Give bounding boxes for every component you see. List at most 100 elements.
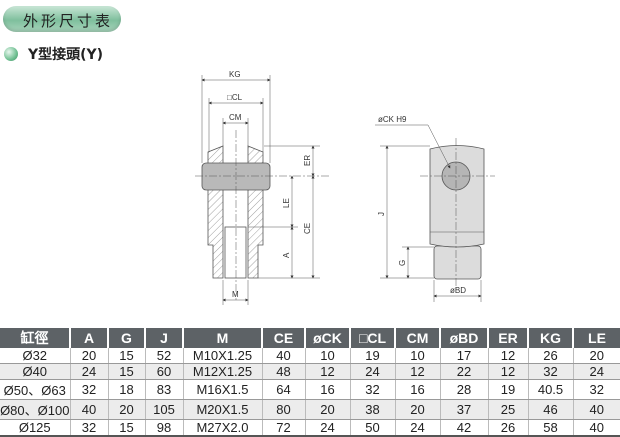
table-cell: 12 xyxy=(488,363,529,380)
table-cell: 19 xyxy=(488,379,529,400)
table-cell: 50 xyxy=(350,419,396,437)
column-header: CM xyxy=(395,328,441,348)
product-title: Y型接頭(Y) xyxy=(28,47,104,63)
table-cell: 22 xyxy=(440,363,489,380)
column-header: ER xyxy=(488,328,529,348)
table-cell: Ø125 xyxy=(0,419,71,437)
table-cell: Ø50、Ø63 xyxy=(0,379,71,400)
table-cell: 32 xyxy=(70,379,109,400)
table-cell: M27X2.0 xyxy=(183,419,263,437)
label-er: ER xyxy=(303,155,312,166)
section-title: 外形尺寸表 xyxy=(23,12,114,30)
table-cell: 10 xyxy=(305,348,351,364)
table-cell: 10 xyxy=(395,348,441,364)
table-cell: M12X1.25 xyxy=(183,363,263,380)
table-cell: Ø40 xyxy=(0,363,71,380)
table-cell: 15 xyxy=(108,348,146,364)
table-cell: 26 xyxy=(528,348,574,364)
label-ck: øCK H9 xyxy=(378,115,407,124)
table-cell: 26 xyxy=(488,419,529,437)
table-cell: 38 xyxy=(350,399,396,420)
column-header: G xyxy=(108,328,146,348)
label-bd: øBD xyxy=(450,286,466,295)
label-g: G xyxy=(398,260,407,266)
table-cell: 46 xyxy=(528,399,574,420)
table-cell: 40 xyxy=(573,399,620,420)
table-cell: 83 xyxy=(145,379,184,400)
label-le: LE xyxy=(282,198,291,208)
table-cell: 12 xyxy=(305,363,351,380)
table-cell: M20X1.5 xyxy=(183,399,263,420)
table-cell: 15 xyxy=(108,363,146,380)
table-cell: 12 xyxy=(488,348,529,364)
table-cell: 20 xyxy=(70,348,109,364)
table-cell: 32 xyxy=(573,379,620,400)
column-header: M xyxy=(183,328,263,348)
technical-drawing: KG □CL CM M ER LE CE A øCK H9 J G øBD xyxy=(195,70,495,305)
table-cell: 105 xyxy=(145,399,184,420)
table-cell: 24 xyxy=(305,419,351,437)
table-cell: 40.5 xyxy=(528,379,574,400)
column-header: øBD xyxy=(440,328,489,348)
table-cell: 64 xyxy=(262,379,306,400)
table-cell: 20 xyxy=(395,399,441,420)
table-cell: 24 xyxy=(350,363,396,380)
table-cell: 24 xyxy=(70,363,109,380)
table-cell: 20 xyxy=(573,348,620,364)
table-cell: M10X1.25 xyxy=(183,348,263,364)
label-ce: CE xyxy=(303,223,312,234)
label-m: M xyxy=(232,290,239,299)
table-cell: 80 xyxy=(262,399,306,420)
column-header: J xyxy=(145,328,184,348)
label-kg: KG xyxy=(229,70,241,79)
table-cell: 25 xyxy=(488,399,529,420)
product-heading: Y型接頭(Y) xyxy=(4,44,103,64)
table-cell: 12 xyxy=(395,363,441,380)
table-cell: 18 xyxy=(108,379,146,400)
table-cell: 16 xyxy=(305,379,351,400)
table-cell: 19 xyxy=(350,348,396,364)
table-cell: 17 xyxy=(440,348,489,364)
side-section-view xyxy=(195,75,330,305)
table-cell: 32 xyxy=(528,363,574,380)
table-cell: 16 xyxy=(395,379,441,400)
table-cell: Ø32 xyxy=(0,348,71,364)
table-cell: 24 xyxy=(573,363,620,380)
table-cell: 40 xyxy=(70,399,109,420)
table-cell: 60 xyxy=(145,363,184,380)
column-header: A xyxy=(70,328,109,348)
table-cell: 37 xyxy=(440,399,489,420)
table-cell: 42 xyxy=(440,419,489,437)
table-cell: 40 xyxy=(262,348,306,364)
label-a: A xyxy=(282,252,291,258)
label-cl: □CL xyxy=(227,93,243,102)
table-cell: 20 xyxy=(108,399,146,420)
label-j: J xyxy=(377,212,386,216)
table-cell: 58 xyxy=(528,419,574,437)
column-header: LE xyxy=(573,328,620,348)
table-cell: 32 xyxy=(70,419,109,437)
table-cell: 24 xyxy=(395,419,441,437)
table-cell: 32 xyxy=(350,379,396,400)
column-header: øCK xyxy=(305,328,351,348)
bullet-icon xyxy=(4,47,18,61)
front-view xyxy=(375,124,495,302)
table-cell: 28 xyxy=(440,379,489,400)
table-cell: 20 xyxy=(305,399,351,420)
table-cell: 40 xyxy=(573,419,620,437)
table-cell: 48 xyxy=(262,363,306,380)
table-cell: 15 xyxy=(108,419,146,437)
table-cell: 72 xyxy=(262,419,306,437)
table-cell: Ø80、Ø100 xyxy=(0,399,71,420)
table-cell: 98 xyxy=(145,419,184,437)
label-cm: CM xyxy=(229,113,242,122)
column-header: KG xyxy=(528,328,574,348)
table-cell: 52 xyxy=(145,348,184,364)
